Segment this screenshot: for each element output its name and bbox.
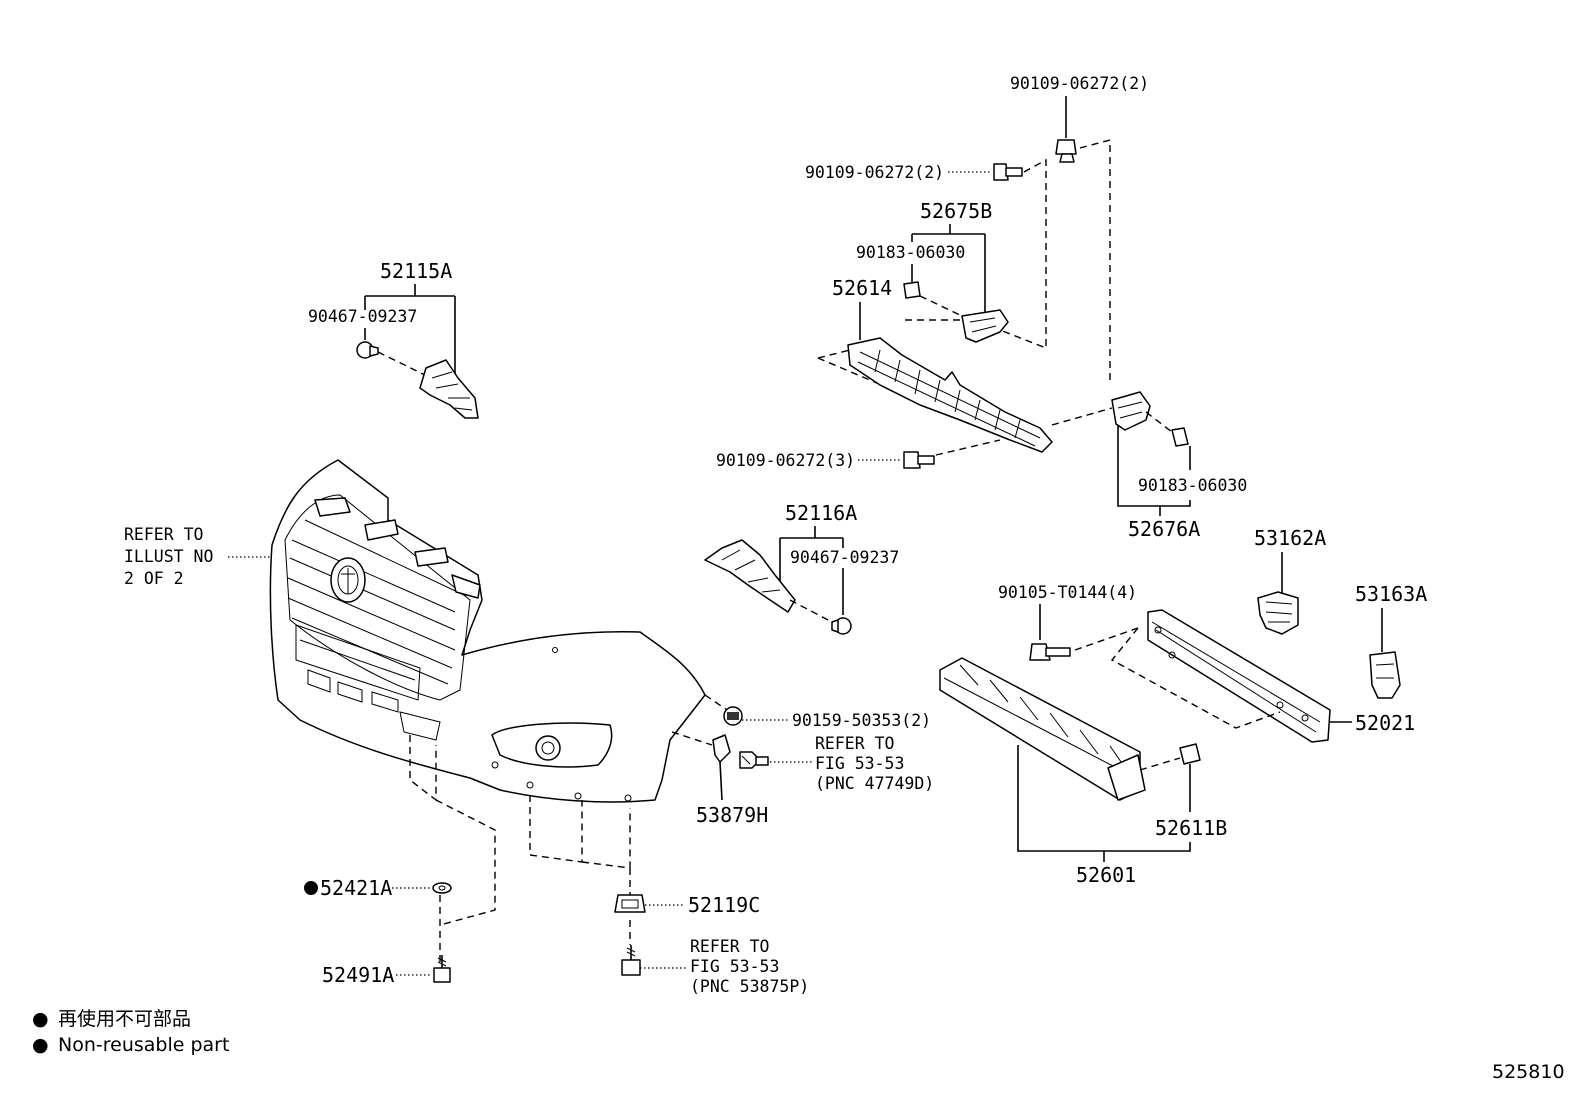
label-52021: 52021 [1355, 711, 1415, 735]
label-52115A: 52115A [380, 259, 452, 283]
label-52675B: 52675B [920, 199, 992, 223]
label-52119C: 52119C [688, 893, 760, 917]
refer-fig-a-line2: FIG 53-53 [815, 754, 904, 773]
legend-jp: 再使用不可部品 [58, 1008, 191, 1030]
part-52491A[interactable]: 52491A [322, 955, 451, 987]
front-bumper-cover[interactable] [269, 459, 706, 803]
refer-fig-a-line1: REFER TO [815, 734, 894, 753]
label-52421A: 52421A [320, 876, 392, 900]
label-52676A: 52676A [1128, 517, 1200, 541]
refer-illust-line1: REFER TO [124, 525, 203, 544]
part-53163A[interactable]: 53163A [1355, 582, 1427, 699]
part-52675B-group[interactable]: 52675B 90183-06030 [856, 199, 1009, 343]
label-90159-50353: 90159-50353(2) [792, 711, 931, 730]
refer-fig-a-line3: (PNC 47749D) [815, 774, 934, 793]
label-53163A: 53163A [1355, 582, 1427, 606]
label-52611B: 52611B [1155, 816, 1227, 840]
label-90109-06272-b: 90109-06272(2) [805, 163, 944, 182]
label-90467-09237-mid: 90467-09237 [790, 548, 899, 567]
legend-marker-jp: ● [32, 1008, 49, 1030]
part-52119C[interactable]: 52119C [614, 893, 760, 917]
part-90159-50353[interactable]: 90159-50353(2) [704, 694, 931, 730]
label-52614: 52614 [832, 276, 892, 300]
part-53162A[interactable]: 53162A [1254, 526, 1326, 635]
part-52021[interactable]: 52021 [1074, 609, 1415, 743]
part-52421A[interactable]: 52421A [304, 876, 452, 900]
label-52116A: 52116A [785, 501, 857, 525]
label-90183-06030-top: 90183-06030 [856, 243, 965, 262]
screw-refer-47749D[interactable]: REFER TO FIG 53-53 (PNC 47749D) [739, 734, 934, 793]
screw-refer-53875P[interactable]: REFER TO FIG 53-53 (PNC 53875P) [621, 937, 809, 996]
illustration-number: 525810 [1492, 1061, 1565, 1083]
part-52116A-group[interactable]: 52116A 90467-09237 [704, 501, 899, 635]
part-53879H[interactable]: 53879H [671, 731, 768, 827]
legend: ● 再使用不可部品 ● Non-reusable part [32, 1008, 229, 1056]
refer-illust-line3: 2 OF 2 [124, 569, 184, 588]
part-90105-T0144[interactable]: 90105-T0144(4) [998, 583, 1137, 661]
refer-illust-note: REFER TO ILLUST NO 2 OF 2 [124, 525, 272, 588]
part-52601-group[interactable]: 52611B 52601 [939, 657, 1227, 887]
refer-fig-b-line2: FIG 53-53 [690, 957, 779, 976]
label-90467-09237-top: 90467-09237 [308, 307, 417, 326]
label-90183-06030-bot: 90183-06030 [1138, 476, 1247, 495]
part-90109-06272-b[interactable]: 90109-06272(2) [805, 158, 1047, 350]
label-90109-06272-c: 90109-06272(3) [716, 451, 855, 470]
part-52676A-group[interactable]: 90183-06030 52676A [1111, 391, 1247, 541]
label-90109-06272-a: 90109-06272(2) [1010, 74, 1149, 93]
refer-illust-line2: ILLUST NO [124, 547, 213, 566]
part-90109-06272-a[interactable]: 90109-06272(2) [1010, 74, 1149, 385]
label-52601: 52601 [1076, 863, 1136, 887]
label-90105-T0144: 90105-T0144(4) [998, 583, 1137, 602]
refer-fig-b-line3: (PNC 53875P) [690, 977, 809, 996]
part-52115A-group[interactable]: 52115A 90467-09237 [308, 259, 479, 419]
non-reusable-marker-icon [304, 881, 318, 895]
label-53162A: 53162A [1254, 526, 1326, 550]
label-53879H: 53879H [696, 803, 768, 827]
part-90109-06272-c[interactable]: 90109-06272(3) [716, 439, 1001, 470]
label-52491A: 52491A [322, 963, 394, 987]
refer-fig-b-line1: REFER TO [690, 937, 769, 956]
legend-en: Non-reusable part [58, 1034, 229, 1056]
part-52614[interactable]: 52614 [817, 276, 1113, 453]
legend-marker-en: ● [32, 1034, 49, 1056]
